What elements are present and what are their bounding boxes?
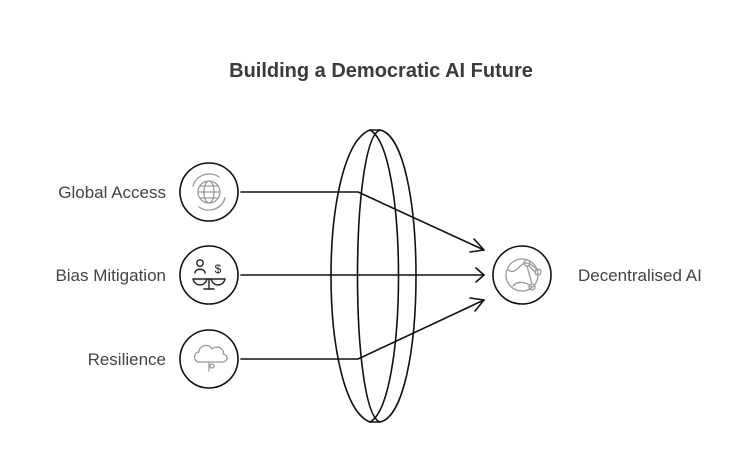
globe-refresh-icon bbox=[192, 173, 226, 211]
connector-global-access bbox=[240, 191, 485, 251]
balance-scale-icon: $ bbox=[192, 259, 226, 290]
connectors bbox=[240, 191, 485, 360]
arrowhead-top bbox=[469, 238, 485, 253]
input-label: Resilience bbox=[88, 350, 166, 369]
svg-text:$: $ bbox=[215, 262, 222, 276]
cloud-icon bbox=[193, 344, 228, 372]
input-node-global-access: Global Access bbox=[58, 162, 239, 222]
lens-shape bbox=[330, 129, 417, 423]
input-node-bias-mitigation: $ Bias Mitigation bbox=[55, 245, 239, 305]
arrowhead-bottom bbox=[469, 297, 485, 312]
input-node-resilience: Resilience bbox=[88, 329, 239, 389]
input-label: Bias Mitigation bbox=[55, 266, 166, 285]
arrowhead-middle bbox=[475, 267, 485, 283]
input-label: Global Access bbox=[58, 183, 166, 202]
network-globe-icon bbox=[505, 258, 542, 292]
diagram-title: Building a Democratic AI Future bbox=[229, 60, 533, 82]
output-label: Decentralised AI bbox=[578, 266, 702, 285]
output-node-decentralised-ai: Decentralised AI bbox=[492, 245, 702, 305]
connector-resilience bbox=[240, 299, 485, 360]
